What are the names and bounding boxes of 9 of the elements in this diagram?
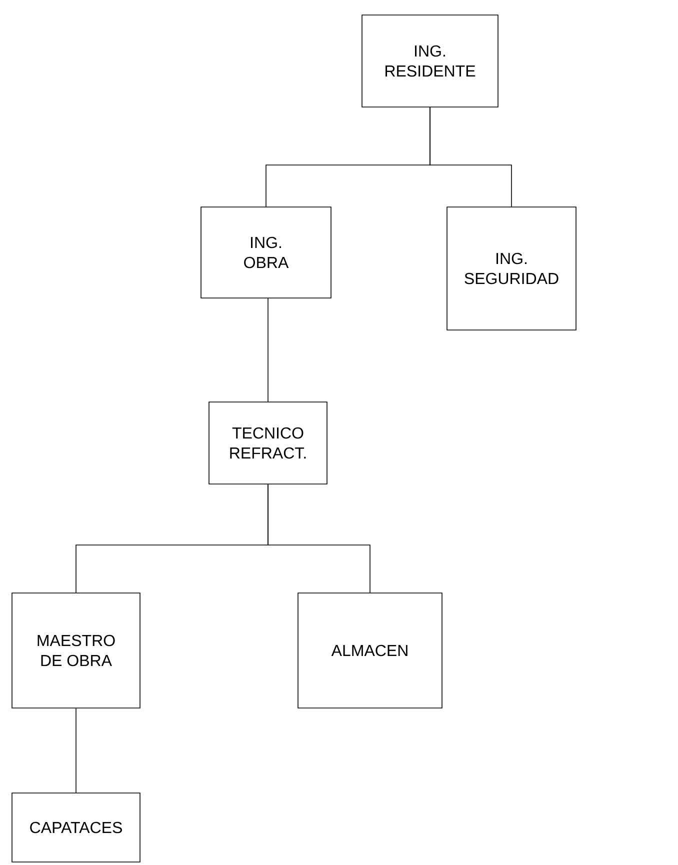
org-box: ING. OBRA [200,206,332,298]
connector-line [268,484,370,593]
org-box: ING. RESIDENTE [362,14,498,108]
org-box: ING. SEGURIDAD [446,206,576,330]
connector-line [430,107,512,207]
org-box: ALMACEN [298,592,442,708]
org-box: CAPATACES [12,792,140,862]
org-box: TECNICO REFRACT. [208,402,328,484]
org-box: MAESTRO DE OBRA [12,592,140,708]
